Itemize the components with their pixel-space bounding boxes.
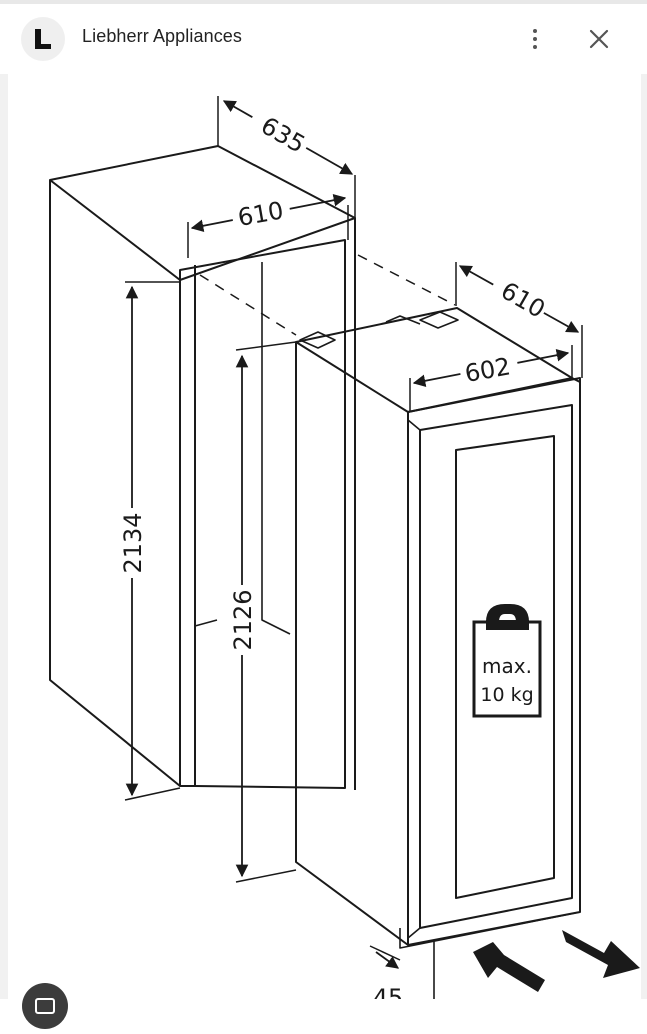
door-inner-panel: [455, 435, 555, 899]
airflow-arrows: [473, 930, 640, 992]
door-load-line1: max.: [482, 654, 532, 678]
lens-icon: [35, 998, 55, 1014]
plinth-gap-label: 45: [373, 984, 404, 999]
niche-opening: [179, 239, 346, 789]
top-divider: [0, 0, 647, 4]
appliance-height-label: 2126: [229, 589, 257, 650]
image-viewer: 635 610 610 602 2134 2126 45 max. 10 kg: [0, 74, 647, 999]
air-intake-arrow-icon: [473, 942, 545, 992]
door-load-line2: 10 kg: [480, 684, 533, 706]
niche-outline: [49, 179, 181, 787]
close-icon: [589, 29, 609, 49]
site-name[interactable]: Liebherr Appliances: [82, 26, 243, 46]
dimension-drawing: 635 610 610 602 2134 2126 45 max. 10 kg: [8, 74, 641, 999]
close-button[interactable]: [584, 24, 614, 54]
air-exhaust-arrow-icon: [562, 930, 640, 978]
more-vert-icon: [533, 29, 537, 33]
more-vert-icon-dot: [533, 37, 537, 41]
more-vert-icon-dot: [533, 45, 537, 49]
viewer-header: Liebherr Appliances: [0, 4, 647, 74]
niche-height-label: 2134: [119, 512, 147, 573]
lens-button[interactable]: [22, 983, 68, 1029]
more-options-button[interactable]: [520, 24, 550, 54]
appliance-side: [295, 341, 409, 946]
installation-diagram: 635 610 610 602 2134 2126 45 max. 10 kg: [49, 96, 640, 999]
liebherr-logo-icon: [35, 29, 51, 49]
max-load-weight-icon: max. 10 kg: [472, 604, 542, 718]
niche-top: [49, 145, 356, 281]
site-logo[interactable]: [21, 17, 65, 61]
appliance-door: [419, 404, 573, 929]
